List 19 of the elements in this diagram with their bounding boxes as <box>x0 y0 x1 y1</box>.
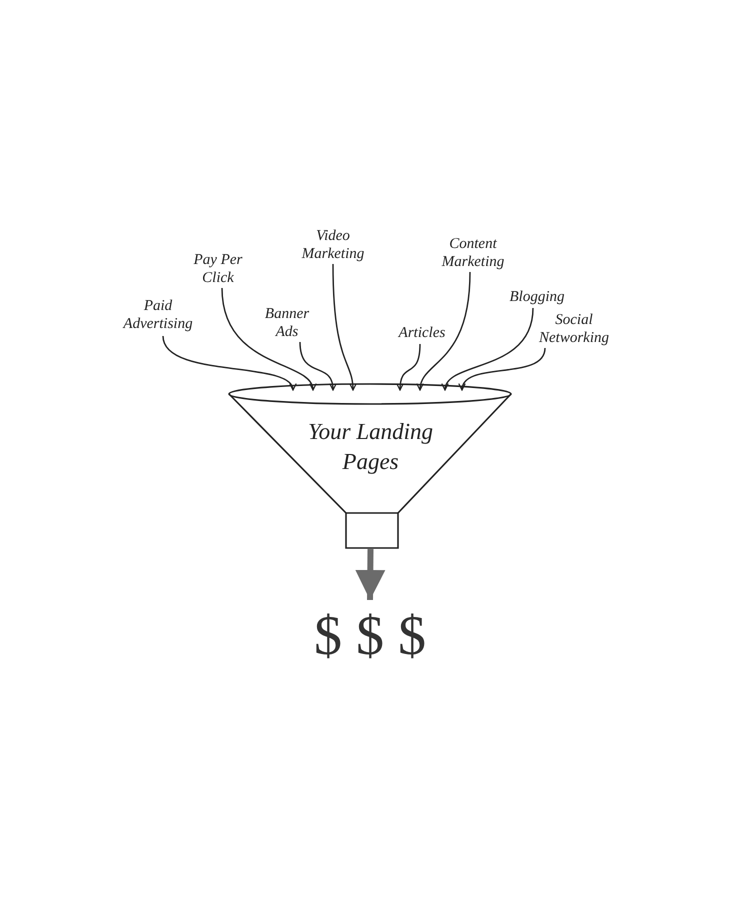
arrow <box>332 264 356 391</box>
arrow <box>162 336 294 391</box>
arrow <box>355 548 386 600</box>
dollar-signs: $ $ $ <box>307 600 433 672</box>
arrow <box>417 272 471 391</box>
source-label: Social Networking <box>520 311 628 347</box>
arrow <box>299 342 336 391</box>
source-label: Articles <box>386 324 458 342</box>
source-label: Video Marketing <box>283 227 383 263</box>
source-label: Paid Advertising <box>113 297 203 333</box>
arrow <box>442 308 534 391</box>
arrow <box>221 288 316 391</box>
arrow <box>396 344 421 391</box>
source-label: Pay Per Click <box>180 251 256 287</box>
source-label: Blogging <box>494 288 580 306</box>
source-label: Content Marketing <box>420 235 526 271</box>
arrow <box>460 348 546 391</box>
funnel-label: Your Landing Pages <box>306 418 434 476</box>
source-label: Banner Ads <box>252 305 322 341</box>
